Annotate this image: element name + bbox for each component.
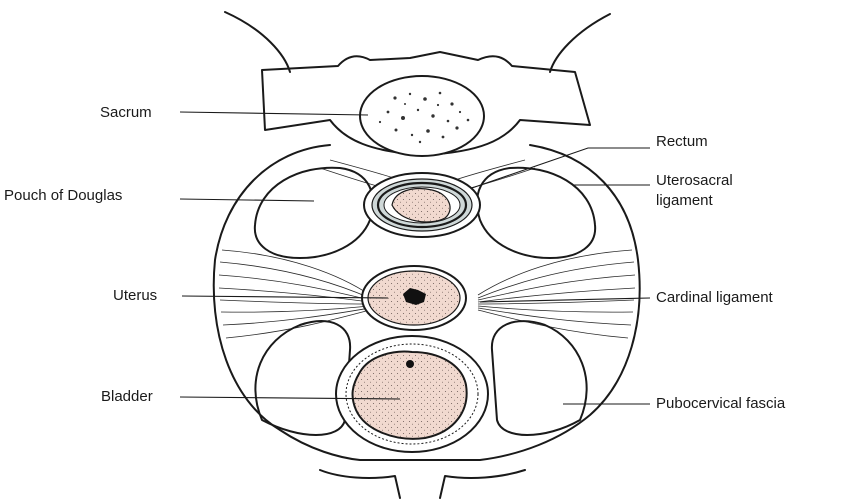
sacrum-bone (225, 12, 610, 156)
label-uterosacral-line1: Uterosacral (656, 172, 733, 189)
label-uterus: Uterus (113, 287, 157, 304)
label-sacrum: Sacrum (100, 104, 152, 121)
sacrum-leader (180, 112, 368, 115)
label-rectum: Rectum (656, 133, 708, 150)
label-pouch-of-douglas: Pouch of Douglas (4, 187, 122, 204)
left-anterior-space (255, 321, 350, 435)
ureteric-orifice (406, 360, 414, 368)
label-pubocervical-fascia: Pubocervical fascia (656, 395, 786, 412)
label-bladder: Bladder (101, 388, 153, 405)
rectum (364, 173, 480, 237)
right-anterior-space (492, 321, 587, 435)
pouch-leader (180, 199, 314, 201)
label-cardinal-ligament: Cardinal ligament (656, 289, 774, 306)
label-uterosacral-line2: ligament (656, 192, 714, 209)
pubic-symphysis (320, 470, 525, 498)
left-pouch-space (255, 168, 373, 258)
bladder (336, 336, 488, 452)
